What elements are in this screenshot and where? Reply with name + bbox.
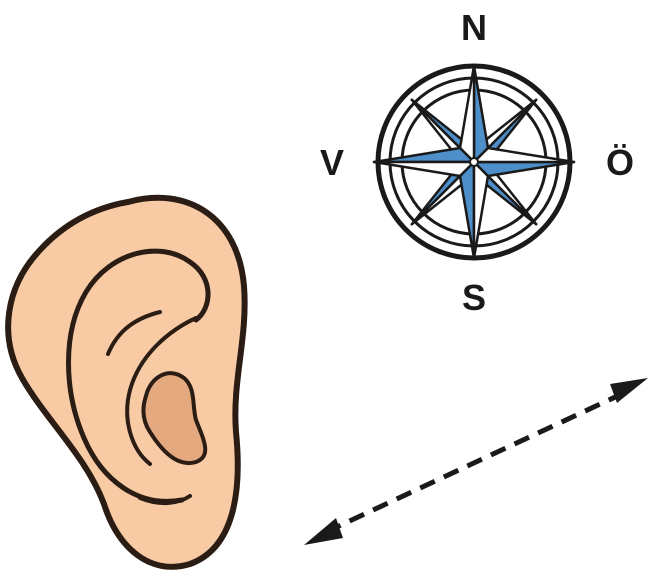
compass-label-east: Ö [606,142,634,183]
compass-center [470,158,478,166]
compass-label-south: S [462,277,486,318]
arrow-head-lower-left [304,518,343,545]
arrow-head-upper-right [610,378,648,403]
compass-label-west: V [320,142,344,183]
arrow-shaft [326,392,626,532]
compass-rose-icon [374,66,574,258]
compass-label-north: N [461,7,487,48]
double-arrow-icon [304,378,648,545]
ear-icon [8,198,244,567]
ear-outer [8,198,244,567]
